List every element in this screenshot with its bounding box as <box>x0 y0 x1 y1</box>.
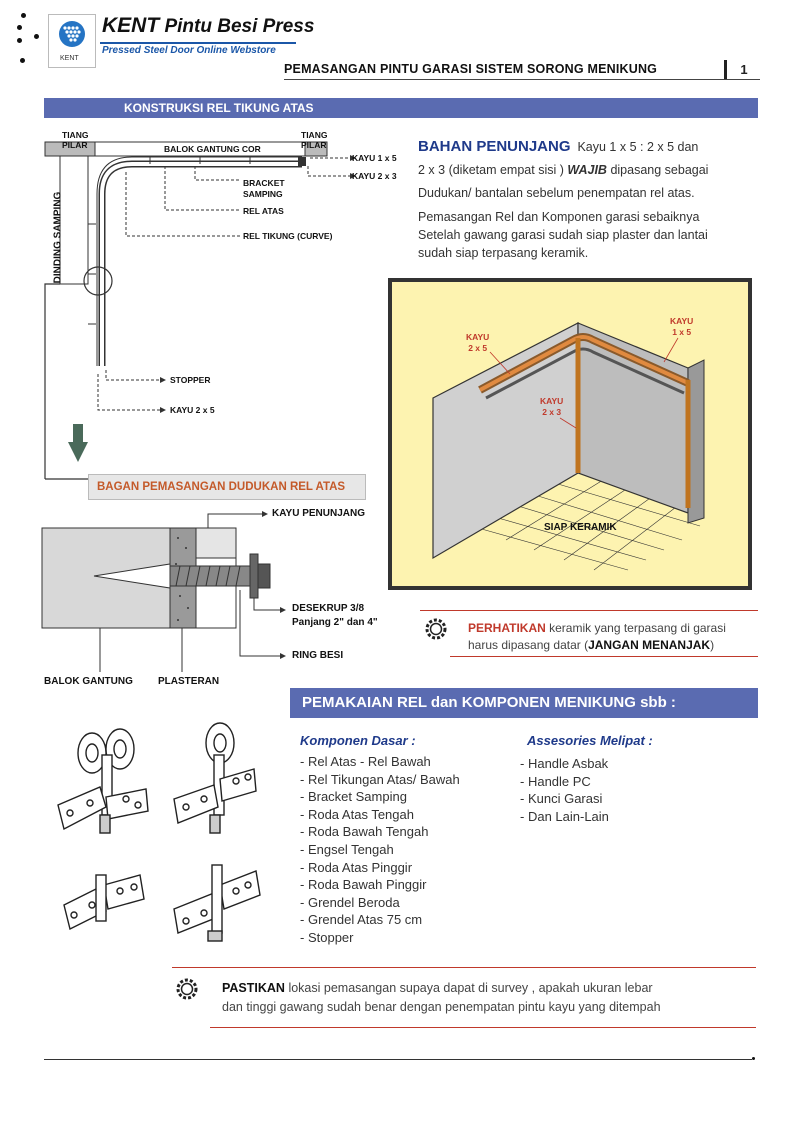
list-item: Rel Tikungan Atas/ Bawah <box>300 771 460 789</box>
pastikan-note: PASTIKAN lokasi pemasangan supaya dapat … <box>222 981 661 1014</box>
pemasangan-note: Pemasangan Rel dan Komponen garasi sebai… <box>418 210 708 260</box>
gear-icon <box>176 978 198 1005</box>
section-title-bar: KONSTRUKSI REL TIKUNG ATAS <box>44 98 758 118</box>
pastikan-divider-top <box>172 967 756 968</box>
list-item: Grendel Beroda <box>300 894 460 912</box>
footer-divider <box>44 1059 752 1060</box>
section-title: KONSTRUKSI REL TIKUNG ATAS <box>124 101 314 115</box>
label-stopper: STOPPER <box>170 375 211 385</box>
list-item: Roda Bawah Tengah <box>300 823 460 841</box>
brand-underline <box>100 42 296 44</box>
label-rel-atas: REL ATAS <box>243 206 284 216</box>
label-plasteran: PLASTERAN <box>158 676 220 687</box>
page-number: 1 <box>724 60 761 79</box>
list-item: Dan Lain-Lain <box>520 808 609 826</box>
perhatikan-divider-top <box>420 610 758 611</box>
gear-icon <box>425 618 447 645</box>
list-item: Bracket Samping <box>300 788 460 806</box>
bagan-title: BAGAN PEMASANGAN DUDUKAN REL ATAS <box>88 474 366 500</box>
pemakaian-title-bar: PEMAKAIAN REL dan KOMPONEN MENIKUNG sbb … <box>290 688 758 718</box>
assesories-list: Handle Asbak Handle PC Kunci Garasi Dan … <box>520 755 609 825</box>
list-item: Stopper <box>300 929 460 947</box>
list-item: Roda Atas Pinggir <box>300 859 460 877</box>
label-kayu-penunjang: KAYU PENUNJANG <box>272 508 365 519</box>
label-balok-gantung: BALOK GANTUNG <box>44 676 133 687</box>
list-item: Rel Atas - Rel Bawah <box>300 753 460 771</box>
brand-title: KENT Pintu Besi Press <box>102 14 315 37</box>
label-dinding-samping: DINDING SAMPING <box>52 191 64 284</box>
label-kayu-2x3: KAYU 2 x 3 <box>352 171 397 181</box>
list-item: Roda Bawah Pinggir <box>300 876 460 894</box>
list-item: Kunci Garasi <box>520 790 609 808</box>
pastikan-divider-bottom <box>210 1027 756 1028</box>
hardware-illustrations <box>50 715 280 955</box>
perhatikan-note: PERHATIKAN keramik yang terpasang di gar… <box>468 621 726 652</box>
decorative-dots <box>0 0 45 70</box>
perhatikan-divider-bottom <box>450 656 758 657</box>
brand-subtitle: Pressed Steel Door Online Webstore <box>102 45 276 56</box>
label-kayu-1x5: KAYU 1 x 5 <box>352 153 397 163</box>
list-item: Handle Asbak <box>520 755 609 773</box>
list-item: Handle PC <box>520 773 609 791</box>
header-divider <box>284 79 760 80</box>
illus-label-siap-keramik: SIAP KERAMIK <box>544 522 617 533</box>
bahan-heading: BAHAN PENUNJANG <box>418 138 571 155</box>
label-ring-besi: RING BESI <box>292 650 344 661</box>
label-balok: BALOK GANTUNG COR <box>164 144 261 154</box>
logo-text: KENT <box>60 55 79 62</box>
label-rel-tikung: REL TIKUNG (CURVE) <box>243 231 333 241</box>
list-item: Grendel Atas 75 cm <box>300 911 460 929</box>
kent-logo <box>48 14 96 68</box>
bahan-penunjang-text: BAHAN PENUNJANG Kayu 1 x 5 : 2 x 5 dan 2… <box>418 138 709 200</box>
list-item: Roda Atas Tengah <box>300 806 460 824</box>
page-title: PEMASANGAN PINTU GARASI SISTEM SORONG ME… <box>284 62 658 76</box>
komponen-list: Rel Atas - Rel Bawah Rel Tikungan Atas/ … <box>300 753 460 947</box>
label-kayu-2x5: KAYU 2 x 5 <box>170 405 215 415</box>
assesories-heading: Assesories Melipat : <box>527 733 653 748</box>
footer-dot <box>752 1057 755 1060</box>
komponen-heading: Komponen Dasar : <box>300 733 416 748</box>
list-item: Engsel Tengah <box>300 841 460 859</box>
